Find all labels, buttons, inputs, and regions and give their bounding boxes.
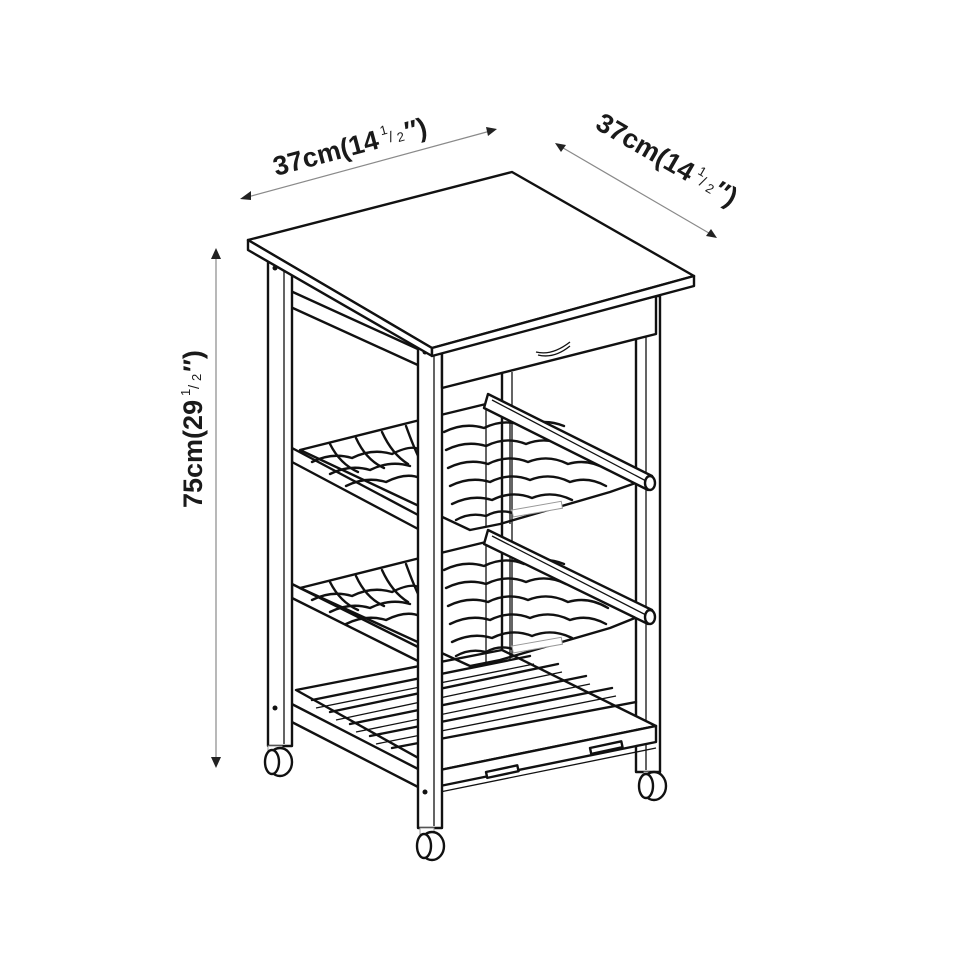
width-fraction-numerator: 1 <box>378 122 389 138</box>
svg-text:75cm(29: 75cm(29 <box>178 400 208 508</box>
castor-wheel-front-center <box>415 827 446 862</box>
depth-label: 37cm(14 <box>591 107 700 187</box>
table-top <box>246 170 696 358</box>
front-left-leg <box>266 260 294 748</box>
width-label: 37cm(14 <box>270 125 382 182</box>
svg-text:37cm(14: 37cm(14 <box>270 125 382 182</box>
back-right-leg <box>634 294 662 774</box>
castor-wheel-back-right <box>637 770 668 802</box>
left-side-rails <box>282 286 422 790</box>
bottom-shelf <box>294 648 658 793</box>
svg-text:/: / <box>387 128 396 146</box>
castor-wheel-front-left <box>263 745 294 778</box>
height-label-tail: ″) <box>178 350 208 372</box>
drawer-handle <box>535 341 571 354</box>
svg-text:/: / <box>186 384 203 389</box>
lower-wine-basket <box>298 528 657 668</box>
height-fraction-numerator: 1 <box>178 389 193 396</box>
height-fraction-denominator: 2 <box>189 374 204 381</box>
depth-label-tail: ″) <box>709 175 743 212</box>
width-fraction-denominator: 2 <box>395 129 406 145</box>
height-dimension: 75cm(29 1 / 2 ″) <box>178 248 221 768</box>
height-label: 75cm(29 <box>178 400 208 508</box>
front-center-leg <box>416 346 444 830</box>
cart-illustration <box>246 170 696 862</box>
upper-wine-basket <box>298 392 657 532</box>
svg-text:37cm(14: 37cm(14 <box>591 107 700 187</box>
